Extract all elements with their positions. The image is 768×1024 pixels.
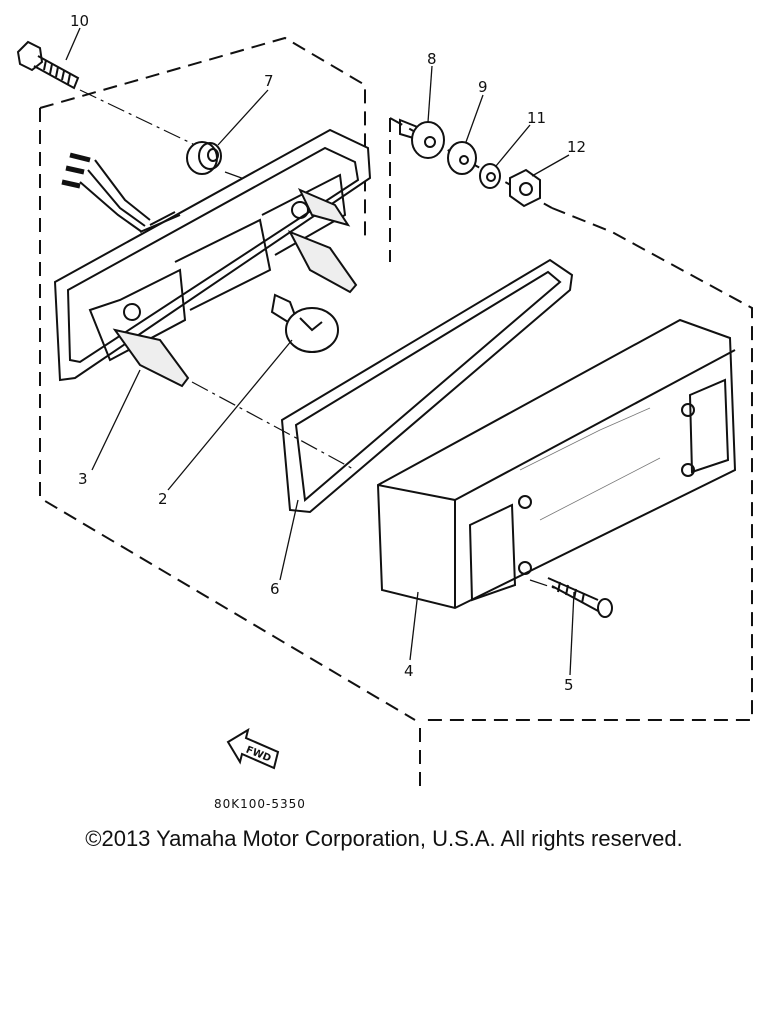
callout-5: 5 [564, 676, 574, 694]
callout-6: 6 [270, 580, 280, 598]
post-part-8[interactable] [399, 118, 445, 159]
grommet-part-7[interactable] [186, 141, 222, 175]
bulb-part-2[interactable] [270, 293, 339, 353]
washer-part-9[interactable] [447, 141, 477, 175]
nut-part-12[interactable] [509, 168, 541, 208]
lens-part-4[interactable] [376, 318, 737, 610]
callout-3: 3 [78, 470, 88, 488]
spring-washer-part-11[interactable] [479, 163, 501, 189]
callout-12: 12 [567, 138, 586, 156]
leader-lines [65, 27, 575, 676]
callout-2: 2 [158, 490, 168, 508]
callout-11: 11 [527, 109, 546, 127]
callout-9: 9 [478, 78, 488, 96]
callout-4: 4 [404, 662, 414, 680]
callout-8: 8 [427, 50, 437, 68]
copyright-notice: ©2013 Yamaha Motor Corporation, U.S.A. A… [85, 826, 683, 851]
housing-part-3[interactable] [53, 128, 372, 388]
exploded-parts-diagram: 10 7 8 9 11 12 3 2 6 4 5 FWD 80K100-5350 [16, 12, 753, 811]
forward-arrow-icon [226, 727, 280, 770]
screw-part-5[interactable] [547, 577, 613, 618]
gasket-part-6[interactable] [280, 258, 574, 514]
callout-10: 10 [70, 12, 89, 30]
bolt-part-10[interactable] [16, 40, 80, 90]
assembly-boundary-left [39, 36, 416, 721]
diagram-part-code: 80K100-5350 [214, 797, 306, 811]
callout-7: 7 [264, 72, 274, 90]
